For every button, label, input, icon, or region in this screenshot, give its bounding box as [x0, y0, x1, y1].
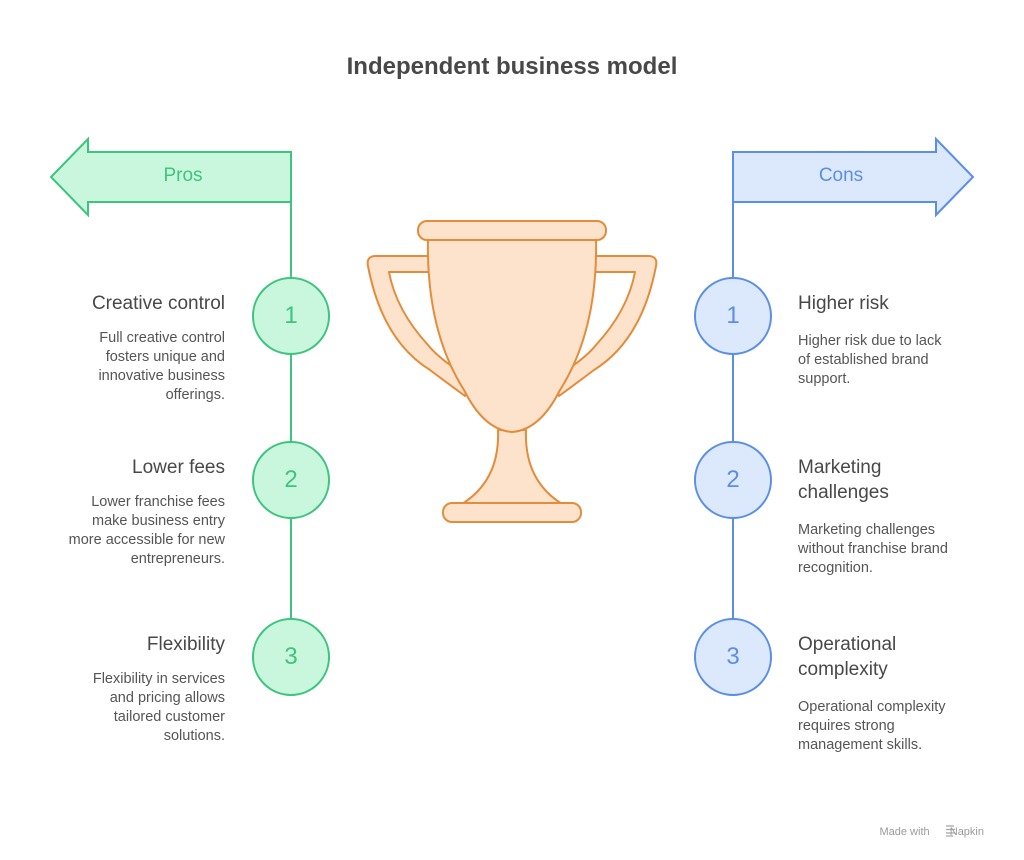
cons-circle-2: [694, 441, 772, 519]
cons-item-title-1: Higher risk: [798, 293, 889, 314]
pros-number-2: 2: [284, 466, 298, 493]
diagram-title: Independent business model: [346, 53, 678, 80]
cons-number-1: 1: [726, 302, 740, 329]
footer-attribution: Made with Napkin: [879, 826, 984, 838]
cons-circle-3: [694, 618, 772, 696]
pros-circle-1: [252, 277, 330, 355]
pros-label: Pros: [163, 165, 203, 186]
cons-number-3: 3: [726, 643, 740, 670]
pros-item-title-2: Lower fees: [132, 457, 225, 478]
cons-circle-1: [694, 277, 772, 355]
pros-circle-2: [252, 441, 330, 519]
cons-number-2: 2: [726, 466, 740, 493]
pros-number-1: 1: [284, 302, 298, 329]
pros-item-title-1: Creative control: [91, 293, 225, 314]
pros-item-title-3: Flexibility: [146, 634, 225, 655]
trophy-icon: [366, 220, 658, 523]
napkin-logo-icon: [946, 825, 955, 837]
pros-number-3: 3: [284, 643, 298, 670]
cons-arrow: [732, 136, 975, 218]
pros-circle-3: [252, 618, 330, 696]
footer-prefix: Made with: [879, 826, 930, 838]
footer-brand: Napkin: [949, 826, 984, 838]
cons-label: Cons: [818, 165, 864, 186]
pros-arrow: [49, 136, 292, 218]
